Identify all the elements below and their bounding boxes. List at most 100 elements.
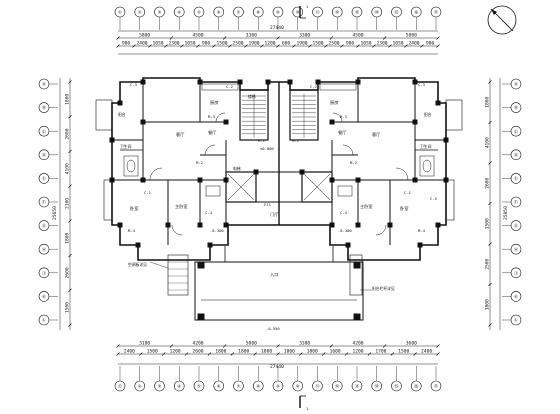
side-dimension-chains [59, 78, 501, 330]
dim-tick [253, 352, 257, 356]
axis-circle [134, 380, 146, 392]
top-dim-text: 2300 [168, 41, 179, 47]
dim-tick [161, 352, 166, 356]
room-living-right: 客厅 [372, 131, 380, 138]
left-axis-label: Ⓓ [42, 151, 47, 158]
svg-text:-0.300: -0.300 [210, 228, 224, 233]
left-axis-label: Ⓛ [42, 317, 47, 324]
bottom-axis-label: ⑩ [296, 384, 300, 389]
axis-circle [371, 380, 383, 392]
dim-tick [329, 344, 334, 348]
column [135, 242, 141, 248]
bottom-axis-label: ⑫ [335, 383, 340, 390]
top-dim-text: 5800 [139, 33, 150, 39]
top-axis-label: ⑥ [217, 10, 221, 15]
dim-tick [488, 80, 492, 84]
svg-text:C-5: C-5 [430, 196, 437, 201]
svg-text:C-3: C-3 [130, 82, 137, 87]
top-dim-text: 2500 [328, 41, 339, 47]
dim-tick [276, 36, 280, 40]
left-axis-label: Ⓗ [42, 246, 47, 253]
top-total-dim: 27440 [270, 25, 284, 31]
axis-circle [38, 78, 50, 90]
axis-circle [292, 380, 304, 392]
column [140, 119, 146, 125]
bottom-total-dim: 27440 [270, 364, 284, 370]
bottom-axis-label: ⑥ [217, 384, 221, 389]
bathroom-fixtures [123, 155, 435, 197]
svg-text:C-4: C-4 [205, 210, 213, 215]
room-labels: 厨房 厨房 餐厅 餐厅 客厅 客厅 卫生间 卫生间 卧室 主卧室 卧室 主卧室 … [118, 94, 432, 277]
dim-tick [148, 44, 152, 48]
left-axis-label: Ⓐ [42, 81, 47, 88]
note-right: 阳台栏杆详见 [372, 286, 395, 291]
dim-tick [116, 352, 120, 356]
axis-circle [114, 6, 126, 18]
top-dim-text: 1050 [392, 41, 403, 47]
dim-tick [413, 352, 417, 356]
axis-circle [430, 380, 442, 392]
top-dim-text: 1050 [360, 41, 371, 47]
column [355, 222, 361, 228]
top-dimension-chains [118, 30, 438, 55]
dim-tick [488, 201, 492, 206]
right-dim-text: 2600 [485, 177, 491, 188]
dim-tick [68, 288, 72, 293]
dim-tick [390, 352, 395, 356]
right-axis-label: Ⓚ [514, 293, 519, 300]
axis-circle [38, 243, 50, 255]
column [237, 79, 243, 85]
column [443, 137, 449, 143]
top-dim-text: 900 [426, 41, 435, 47]
top-dim-text: 2500 [232, 41, 243, 47]
column [412, 79, 418, 85]
axis-circle [331, 6, 343, 18]
top-dim-text: 600 [282, 41, 291, 47]
bottom-dim-text: 1200 [170, 349, 181, 355]
top-axis-label: ⑦ [237, 10, 241, 15]
dim-tick [404, 44, 408, 48]
svg-text:M-4: M-4 [418, 228, 426, 233]
axis-circle [38, 125, 50, 137]
column [223, 119, 229, 125]
right-total-dim: 25850 [503, 206, 509, 220]
room-living-left: 客厅 [176, 131, 184, 138]
room-bed1-left: 卧室 [130, 205, 138, 212]
bottom-dim-text: 2400 [421, 349, 432, 355]
room-elevator: 电梯 [233, 166, 241, 171]
axis-circle [430, 6, 442, 18]
axis-circle [371, 6, 383, 18]
dim-tick [116, 44, 120, 48]
column [197, 79, 203, 85]
axis-circle [233, 380, 244, 392]
svg-text:-0.300: -0.300 [338, 228, 352, 233]
dim-tick [367, 352, 372, 356]
dim-tick [276, 344, 280, 348]
top-axis-label: ⑧ [256, 10, 260, 15]
axis-circle [38, 267, 50, 279]
bottom-axis-label: ⑧ [256, 384, 260, 389]
bottom-dim-text: 1600 [330, 349, 341, 355]
dim-tick [196, 44, 200, 48]
column [140, 79, 146, 85]
svg-text:M-3: M-3 [208, 114, 215, 119]
right-axis-label: Ⓒ [514, 128, 519, 135]
top-dim-text: 900 [346, 41, 355, 47]
axis-circle [193, 380, 205, 392]
room-bed2-right: 主卧室 [360, 203, 373, 210]
bottom-dimension-chains [118, 345, 438, 365]
axis-circle [114, 380, 126, 392]
dim-tick [356, 44, 360, 48]
column [345, 242, 351, 248]
dim-tick [382, 344, 387, 348]
dim-tick [436, 344, 440, 348]
bottom-dim-text: 1500 [147, 349, 158, 355]
top-dim-text: 900 [122, 41, 131, 47]
svg-text:±0.000: ±0.000 [260, 146, 274, 151]
column [265, 79, 271, 85]
svg-text:M-2: M-2 [196, 160, 203, 165]
bottom-dim-text: 2600 [192, 349, 203, 355]
north-arrow [487, 5, 517, 35]
top-dim-text: 4500 [192, 33, 203, 39]
